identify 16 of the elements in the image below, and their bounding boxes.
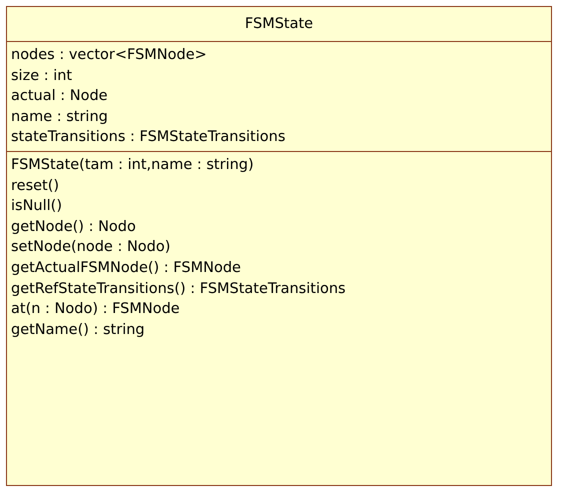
- method-text: at(n : Nodo) : FSMNode: [11, 300, 180, 320]
- attribute-text: actual : Node: [11, 87, 108, 106]
- method-text: isNull(): [11, 197, 62, 216]
- method-text: getNode() : Nodo: [11, 218, 136, 237]
- method-text: getRefStateTransitions() : FSMStateTransitions: [11, 280, 346, 299]
- method-text: setNode(node : Nodo): [11, 238, 170, 258]
- class-name: FSMState: [244, 14, 314, 34]
- method-text: reset(): [11, 176, 60, 196]
- attribute-text: size : int: [11, 66, 72, 86]
- class-box: [6, 6, 552, 486]
- method-text: getActualFSMNode() : FSMNode: [11, 258, 241, 278]
- attribute-text: stateTransitions : FSMStateTransitions: [11, 128, 286, 148]
- method-text: FSMState(tam : int,name : string): [11, 156, 254, 175]
- method-text: getName() : string: [11, 320, 145, 340]
- attribute-text: nodes : vector<FSMNode>: [11, 46, 207, 65]
- attribute-text: name : string: [11, 108, 108, 127]
